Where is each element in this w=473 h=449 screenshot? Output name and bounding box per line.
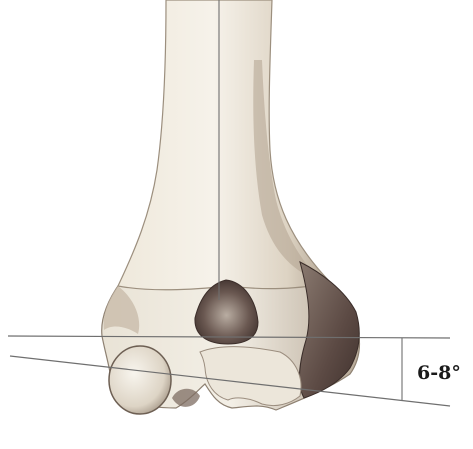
capitulum (109, 346, 171, 414)
medial-epicondyle (300, 262, 360, 398)
angle-label: 6-8° (417, 362, 461, 384)
humerus-shaft (118, 0, 330, 290)
